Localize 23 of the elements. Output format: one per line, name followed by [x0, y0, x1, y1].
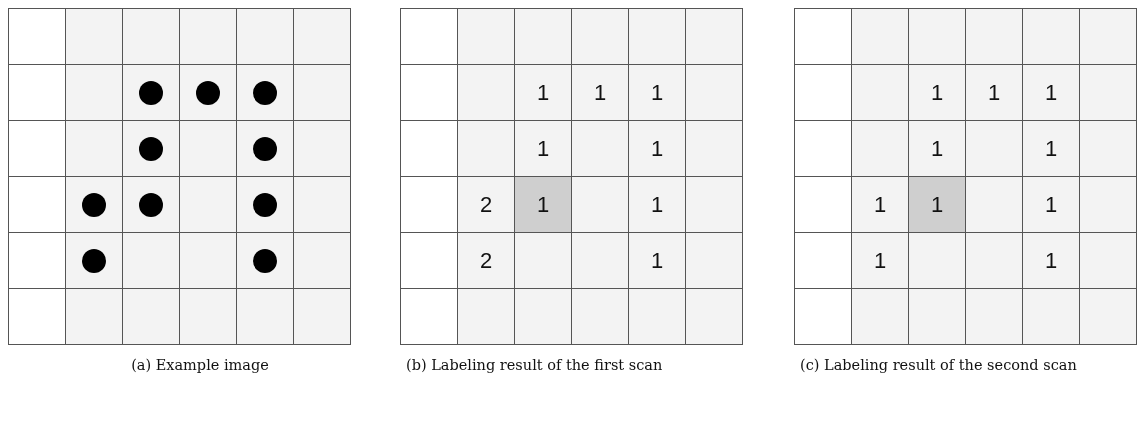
grid-cell: 1	[629, 121, 686, 177]
figure-caption: (b) Labeling result of the first scan	[406, 356, 664, 375]
grid-cell: 1	[1023, 177, 1080, 233]
grid-cell: 1	[909, 177, 966, 233]
grid-cell: 2	[458, 177, 515, 233]
figure-caption: (a) Example image	[130, 356, 270, 375]
figure-caption: (c) Labeling result of the second scan	[800, 356, 1078, 375]
grid-cell: 1	[629, 65, 686, 121]
grid-cell: 1	[1023, 65, 1080, 121]
grid-cell: 1	[629, 233, 686, 289]
grid-cell: 2	[458, 233, 515, 289]
grid-cell: 1	[909, 65, 966, 121]
grid-cell: 1	[515, 177, 572, 233]
grid-cell: 1	[852, 177, 909, 233]
grid-cell: 1	[852, 233, 909, 289]
grid-cell: 1	[515, 65, 572, 121]
grid-cell: 1	[966, 65, 1023, 121]
grid-cell: 1	[909, 121, 966, 177]
grid-cell: 1	[572, 65, 629, 121]
grid-cell: 1	[629, 177, 686, 233]
grid-cell: 1	[515, 121, 572, 177]
grid-cell: 1	[1023, 121, 1080, 177]
grid-cell: 1	[1023, 233, 1080, 289]
